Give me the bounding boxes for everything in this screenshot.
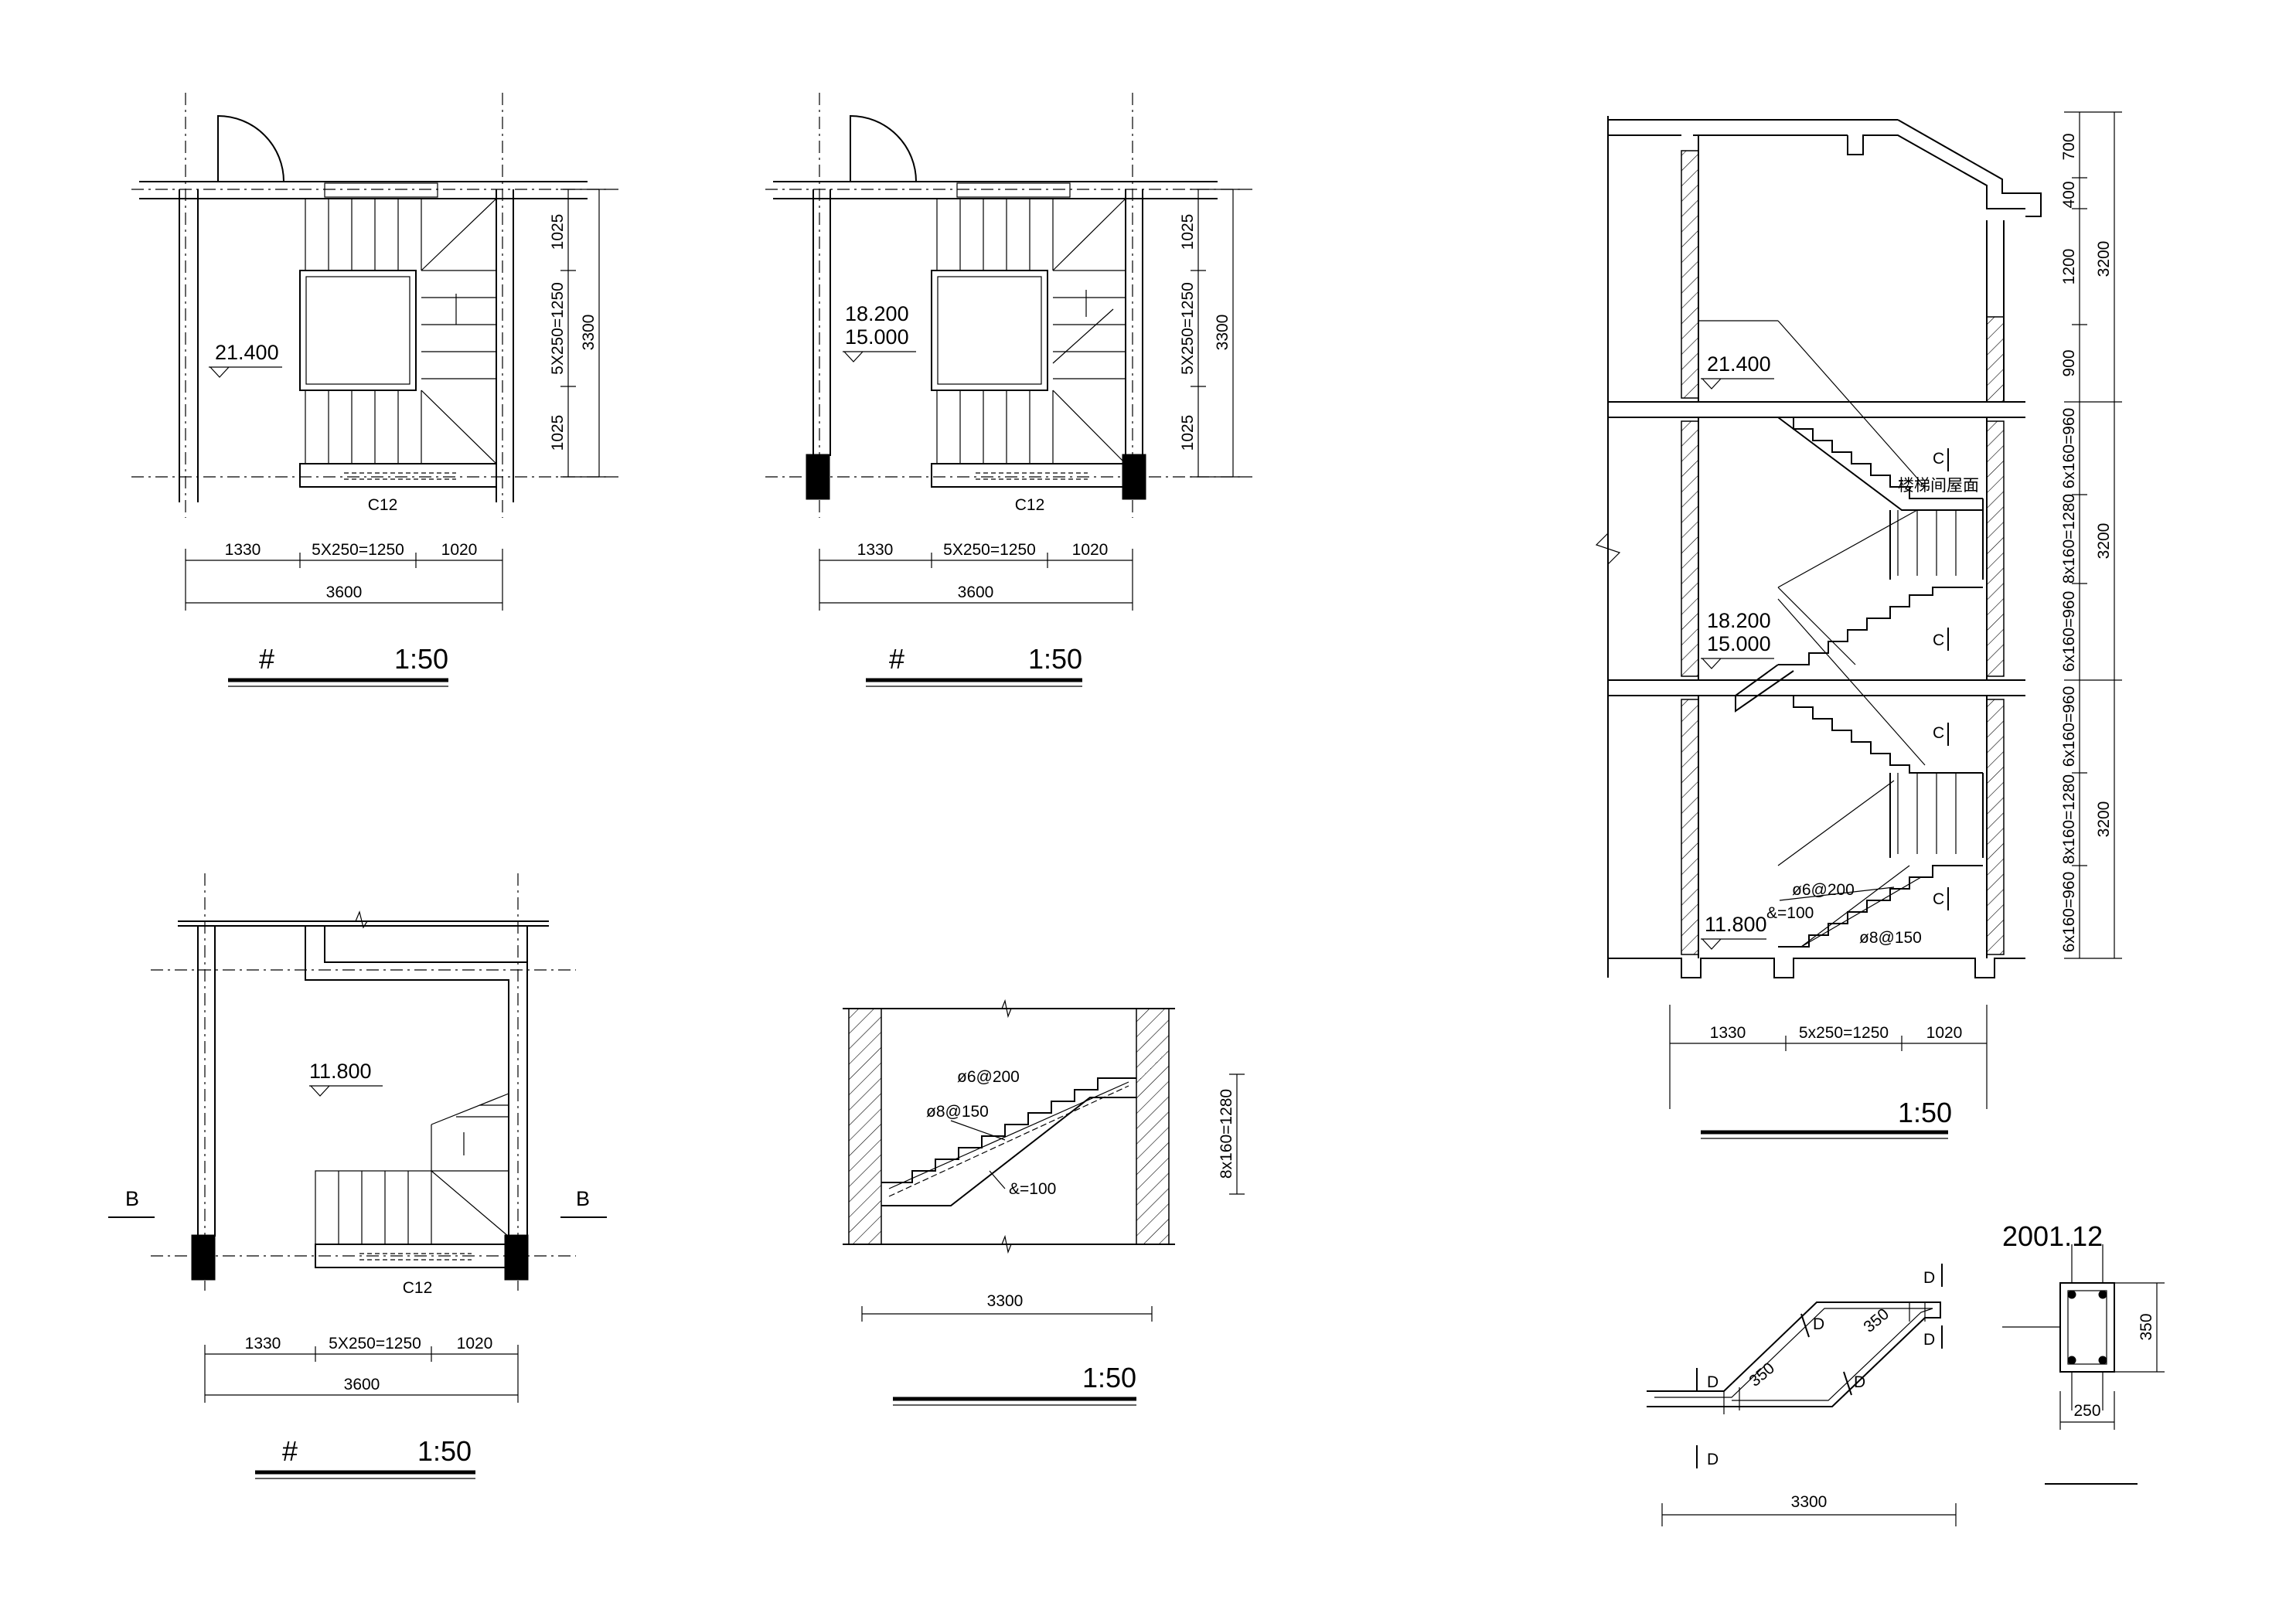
plan-typical-dim-total: 3600 (958, 584, 994, 601)
flight-span: 3300 (987, 1292, 1024, 1310)
plan-top-vdim-2: 5X250=1250 (549, 282, 567, 375)
plan-bottom-beam: C12 (403, 1279, 433, 1297)
plan-typical-vdim-total: 3300 (1214, 315, 1231, 351)
plan-typical-dim-3: 1020 (1072, 541, 1109, 559)
section-rdim-top-4: 900 (2060, 349, 2078, 376)
beam-marker-4: D (1923, 1331, 1935, 1349)
column-date: 2001.12 (2002, 1220, 2103, 1252)
plan-top-dim-3: 1020 (441, 541, 478, 559)
plan-bottom: 11.800 B B C12 1330 5X250=1250 1020 3600… (108, 873, 607, 1479)
section-marker-4: C (1933, 890, 1944, 908)
plan-typical-vdim-2: 5X250=1250 (1179, 282, 1197, 375)
flight-rebar-main: ø8@150 (926, 1103, 989, 1121)
section-rdim-bot-1: 6x160=960 (2060, 686, 2078, 767)
section-roof-label: 楼梯间屋面 (1898, 477, 1979, 495)
section-rdim-mid-3: 6x160=960 (2060, 591, 2078, 672)
flight-rebar-top: ø6@200 (957, 1068, 1020, 1086)
section-rdim-top-3: 1200 (2060, 249, 2078, 285)
beam-marker-1: D (1707, 1373, 1719, 1391)
column-height: 350 (2138, 1313, 2155, 1340)
plan-bottom-dim-total: 3600 (344, 1376, 380, 1393)
plan-top-beam: C12 (368, 496, 398, 514)
plan-top-vdim-total: 3300 (580, 315, 598, 351)
section-rdim-top-2: 400 (2060, 181, 2078, 208)
plan-top-level: 21.400 (215, 341, 279, 364)
section-marker-3: C (1933, 724, 1944, 742)
section-rdim-bot-2: 8x160=1280 (2060, 774, 2078, 864)
plan-top-dim-total: 3600 (326, 584, 363, 601)
plan-bottom-dim-2: 5X250=1250 (329, 1335, 421, 1352)
section-dim-3: 1020 (1926, 1024, 1963, 1042)
plan-typical-vdim-1: 1025 (1179, 214, 1197, 250)
beam-marker-2: D (1707, 1451, 1719, 1468)
beam-dim-a: 350 (1860, 1305, 1892, 1336)
beam-dim-b: 350 (1746, 1359, 1778, 1390)
section-total-2: 3200 (2095, 523, 2113, 560)
section-rdim-mid-1: 6x160=960 (2060, 408, 2078, 489)
column-detail: 2001.12 350 250 (2002, 1220, 2165, 1485)
section-scale: 1:50 (1898, 1097, 1952, 1128)
section-total-3: 3200 (2095, 801, 2113, 838)
section-total-1: 3200 (2095, 241, 2113, 277)
plan-bottom-level: 11.800 (309, 1060, 372, 1083)
plan-typical-dim-2: 5X250=1250 (943, 541, 1036, 559)
plan-typical-level-1: 18.200 (845, 302, 909, 325)
plan-bottom-scale: 1:50 (417, 1435, 472, 1467)
section-marker-2: C (1933, 631, 1944, 649)
beam-marker-3: D (1923, 1269, 1935, 1287)
section-marker-1: C (1933, 450, 1944, 468)
beam-marker-6: D (1854, 1373, 1865, 1391)
section-rebar-main: ø8@150 (1859, 929, 1922, 947)
beam-span: 3300 (1791, 1493, 1828, 1511)
plan-bottom-dim-1: 1330 (245, 1335, 281, 1352)
plan-top-vdim-3: 1025 (549, 415, 567, 451)
section-level-1: 21.400 (1707, 352, 1771, 376)
plan-bottom-section-left: B (125, 1187, 139, 1210)
plan-top: 21.400 C12 1330 5X250=1250 1020 3600 102… (131, 93, 618, 687)
section-thickness: &=100 (1766, 904, 1814, 922)
plan-top-dim-2: 5X250=1250 (312, 541, 404, 559)
section-rebar-top: ø6@200 (1792, 881, 1855, 899)
plan-bottom-dim-3: 1020 (457, 1335, 493, 1352)
section-rdim-bot-3: 6x160=960 (2060, 872, 2078, 953)
section-level-4: 11.800 (1705, 913, 1767, 936)
plan-bottom-section-right: B (576, 1187, 590, 1210)
flight-rise: 8x160=1280 (1218, 1089, 1235, 1179)
plan-typical-scale: 1:50 (1028, 643, 1082, 675)
plan-bottom-title-mark: # (282, 1435, 298, 1467)
plan-top-title-mark: # (259, 643, 274, 675)
plan-typical-beam: C12 (1015, 496, 1045, 514)
flight-thickness: &=100 (1009, 1180, 1056, 1198)
plan-top-scale: 1:50 (394, 643, 448, 675)
beam-detail: D D D D D D 350 350 3300 (1647, 1264, 1957, 1526)
beam-marker-5: D (1813, 1315, 1824, 1333)
plan-typical-title-mark: # (889, 643, 904, 675)
plan-typical-dim-1: 1330 (857, 541, 894, 559)
section-dim-1: 1330 (1710, 1024, 1746, 1042)
plan-typical-level-2: 15.000 (845, 325, 909, 349)
section-level-2: 18.200 (1707, 609, 1771, 632)
plan-typical: 18.200 15.000 C12 1330 5X250=1250 1020 3… (765, 93, 1252, 687)
section-rdim-mid-2: 8x160=1280 (2060, 494, 2078, 584)
stair-section: 21.400 18.200 15.000 11.800 楼梯间屋面 C C C … (1595, 111, 2122, 1139)
section-level-3: 15.000 (1707, 632, 1771, 655)
section-dim-2: 5x250=1250 (1799, 1024, 1889, 1042)
flight-scale: 1:50 (1082, 1362, 1136, 1393)
flight-detail: ø6@200 ø8@150 &=100 8x160=1280 3300 1:50 (843, 999, 1245, 1406)
plan-top-dim-1: 1330 (225, 541, 261, 559)
section-rdim-top-1: 700 (2060, 133, 2078, 160)
plan-top-vdim-1: 1025 (549, 214, 567, 250)
column-width: 250 (2073, 1402, 2100, 1420)
plan-typical-vdim-3: 1025 (1179, 415, 1197, 451)
